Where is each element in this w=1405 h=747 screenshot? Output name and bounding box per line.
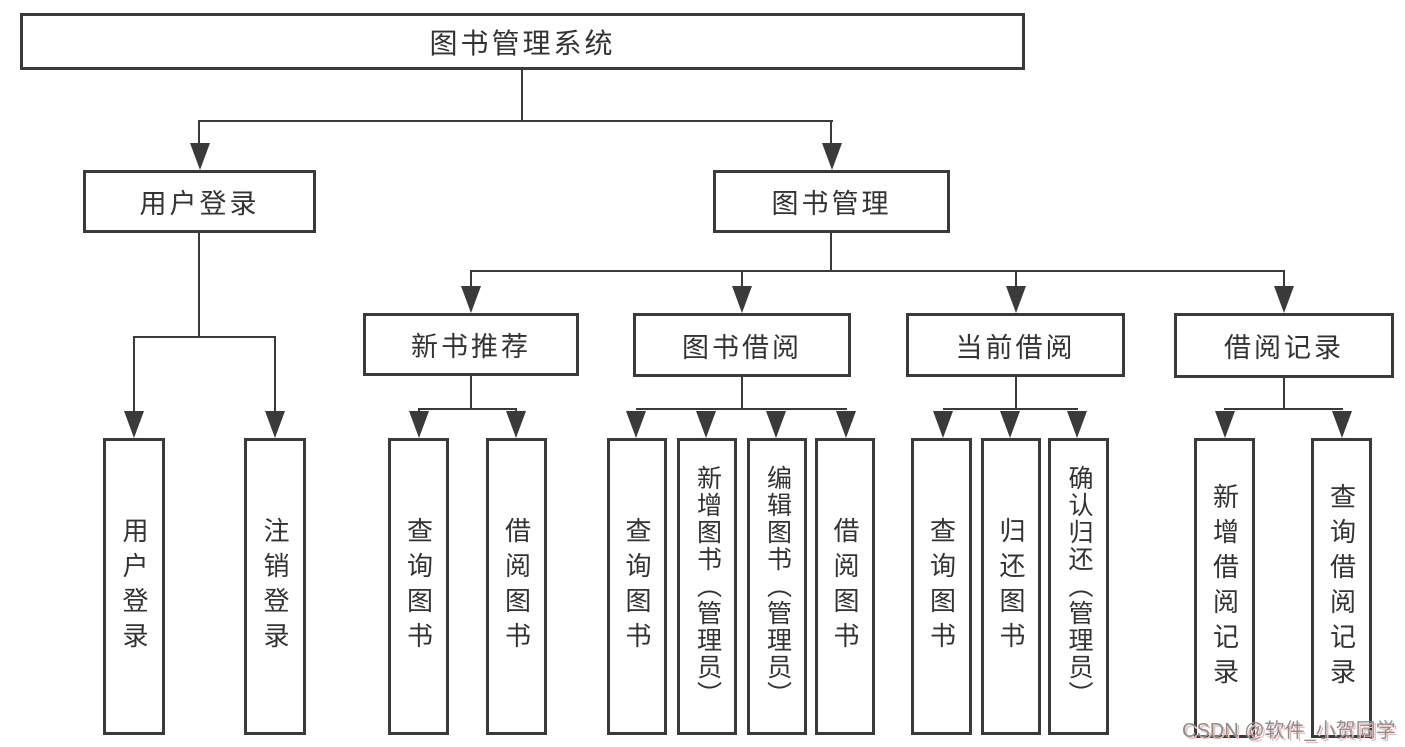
node-book-borrow: 图书借阅 xyxy=(633,313,851,377)
node-user-login: 用户登录 xyxy=(83,170,316,233)
connector-stem-borrow-record xyxy=(1283,270,1285,290)
connector-borrow-record-down xyxy=(1283,378,1285,409)
leaf-add-borrow-record-label: 新增借阅记录 xyxy=(1209,483,1240,693)
leaf-return-book: 归还图书 xyxy=(981,438,1041,735)
leaf-logout: 注销登录 xyxy=(244,438,306,735)
connector-stem-book-management xyxy=(830,120,832,146)
csdn-watermark: CSDN @软件_小贺同学 xyxy=(1182,720,1396,742)
leaf-add-borrow-record: 新增借阅记录 xyxy=(1194,438,1255,738)
leaf-query-books-2: 查询图书 xyxy=(607,438,667,735)
connector-current-borrow-bar xyxy=(943,408,1078,410)
arrow-into-leaf-add-record xyxy=(1215,411,1235,438)
leaf-edit-book-admin-label: 编辑图书（管理员） xyxy=(763,465,792,708)
arrow-into-user-login xyxy=(190,143,210,170)
node-root: 图书管理系统 xyxy=(20,13,1025,70)
connector-root-trunk xyxy=(521,70,523,122)
leaf-confirm-return-admin-label: 确认归还（管理员） xyxy=(1065,465,1093,708)
leaf-logout-label: 注销登录 xyxy=(260,516,290,657)
arrow-into-current-borrow xyxy=(1006,286,1026,313)
node-current-borrow-label: 当前借阅 xyxy=(955,332,1076,363)
arrow-into-leaf-borrow-books-2 xyxy=(836,411,856,438)
connector-new-recommend-down xyxy=(470,375,472,409)
leaf-return-book-label: 归还图书 xyxy=(996,516,1026,657)
connector-book-borrow-bar xyxy=(636,408,847,410)
connector-book-management-down xyxy=(830,233,832,271)
connector-book-borrow-down xyxy=(741,377,743,409)
connector-user-login-bar xyxy=(133,336,275,338)
leaf-borrow-books-2-label: 借阅图书 xyxy=(830,516,860,657)
connector-stem-leaf-logout xyxy=(274,336,276,414)
leaf-edit-book-admin: 编辑图书（管理员） xyxy=(747,438,807,735)
node-new-book-recommend-label: 新书推荐 xyxy=(411,332,531,362)
leaf-query-books-1-label: 查询图书 xyxy=(403,516,434,657)
node-borrow-record-label: 借阅记录 xyxy=(1224,333,1344,363)
node-borrow-record: 借阅记录 xyxy=(1174,313,1394,378)
arrow-into-leaf-logout xyxy=(265,411,285,438)
leaf-user-login-label: 用户登录 xyxy=(119,516,149,657)
arrow-into-leaf-user-login xyxy=(124,411,144,438)
node-root-label: 图书管理系统 xyxy=(429,27,616,59)
leaf-borrow-books-1-label: 借阅图书 xyxy=(501,516,532,657)
arrow-into-leaf-borrow-books-1 xyxy=(506,411,526,438)
leaf-query-borrow-record: 查询借阅记录 xyxy=(1311,438,1372,738)
arrow-into-book-management xyxy=(822,143,842,170)
arrow-into-borrow-record xyxy=(1274,286,1294,313)
leaf-borrow-books-1: 借阅图书 xyxy=(486,438,547,735)
connector-current-borrow-down xyxy=(1015,377,1017,409)
arrow-into-leaf-query-books-1 xyxy=(409,411,429,438)
leaf-query-books-3-label: 查询图书 xyxy=(926,516,957,657)
arrow-into-leaf-query-books-2 xyxy=(626,411,646,438)
leaf-confirm-return-admin: 确认归还（管理员） xyxy=(1048,438,1109,735)
leaf-add-book-admin-label: 新增图书（管理员） xyxy=(693,465,722,708)
connector-level3-bar xyxy=(470,270,1284,272)
leaf-query-books-1: 查询图书 xyxy=(388,438,449,735)
node-book-management-label: 图书管理 xyxy=(771,189,892,219)
arrow-into-leaf-return-book xyxy=(1000,411,1020,438)
leaf-user-login: 用户登录 xyxy=(103,438,165,735)
arrow-into-leaf-query-books-3 xyxy=(933,411,953,438)
connector-user-login-down xyxy=(198,232,200,337)
connector-stem-book-borrow xyxy=(741,270,743,290)
node-book-borrow-label: 图书借阅 xyxy=(682,332,802,363)
connector-stem-user-login xyxy=(198,120,200,146)
leaf-query-borrow-record-label: 查询借阅记录 xyxy=(1326,483,1357,693)
connector-level1-bar xyxy=(199,120,833,122)
connector-stem-leaf-user-login xyxy=(133,336,135,414)
arrow-into-new-recommend xyxy=(461,286,481,313)
node-current-borrow: 当前借阅 xyxy=(906,313,1125,377)
node-book-management: 图书管理 xyxy=(713,170,950,233)
leaf-borrow-books-2: 借阅图书 xyxy=(815,438,875,735)
node-new-book-recommend: 新书推荐 xyxy=(363,313,579,376)
arrow-into-leaf-query-record xyxy=(1332,411,1352,438)
arrow-into-leaf-confirm-return xyxy=(1067,411,1087,438)
connector-stem-current-borrow xyxy=(1015,270,1017,290)
connector-new-recommend-bar xyxy=(418,408,517,410)
arrow-into-book-borrow xyxy=(732,286,752,313)
connector-stem-new-recommend xyxy=(470,270,472,290)
arrow-into-leaf-add-book xyxy=(696,411,716,438)
arrow-into-leaf-edit-book xyxy=(766,411,786,438)
leaf-query-books-2-label: 查询图书 xyxy=(622,516,652,657)
leaf-add-book-admin: 新增图书（管理员） xyxy=(677,438,737,735)
node-user-login-label: 用户登录 xyxy=(139,189,260,219)
leaf-query-books-3: 查询图书 xyxy=(911,438,972,735)
connector-borrow-record-bar xyxy=(1224,408,1343,410)
